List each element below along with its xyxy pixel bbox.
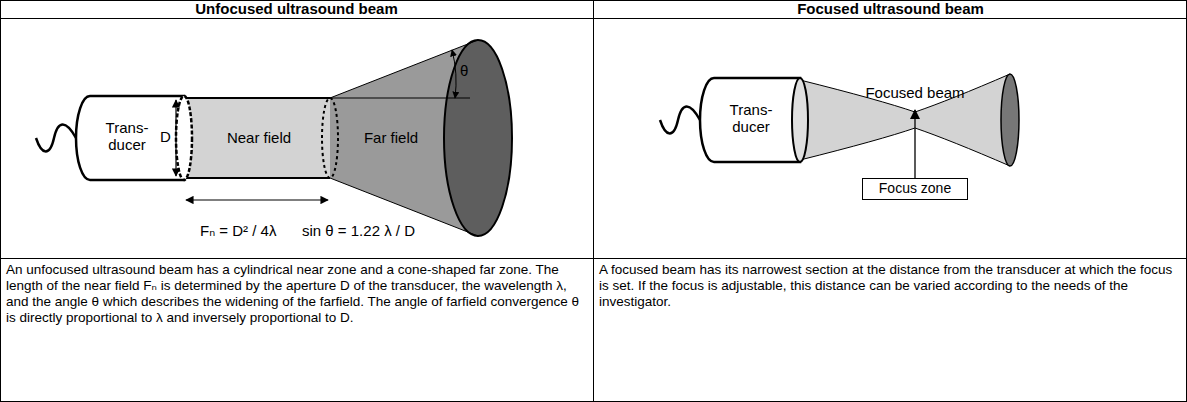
transducer-label: Trans- ducer — [716, 101, 786, 139]
node-text: Focus zone — [863, 179, 967, 197]
column-header: Focused ultrasound beam — [594, 0, 1187, 18]
focused-beam-shape — [800, 74, 1010, 166]
node-text: Focused beam — [865, 84, 965, 101]
table-rule — [593, 0, 594, 402]
node-text: Near field — [196, 129, 322, 146]
near-field-cylinder — [184, 98, 330, 178]
cable — [660, 107, 700, 134]
focused-beam-label: Focused beam — [865, 84, 965, 110]
near-field-length-arrow — [186, 199, 328, 200]
aperture-label: D — [160, 128, 171, 145]
node-text: Focused ultrasound beam — [594, 0, 1187, 17]
near-field-end — [322, 98, 338, 178]
near-field-label: Near field — [196, 129, 322, 147]
description-cell: An unfocused ultrasound beam has a cylin… — [1, 259, 593, 401]
description-cell: A focused beam has its narrowest section… — [594, 259, 1186, 401]
beam-end — [1001, 74, 1019, 166]
formula: sin θ = 1.22 λ / D — [302, 222, 415, 239]
node-text: Far field — [342, 129, 440, 146]
theta-ref-line — [330, 98, 470, 99]
node-text: Trans- ducer — [716, 101, 786, 135]
node-text: Unfocused ultrasound beam — [0, 0, 593, 17]
theta-arc — [452, 50, 456, 98]
outline — [330, 40, 478, 98]
node-text: A focused beam has its narrowest section… — [599, 262, 1181, 310]
transducer-face — [792, 78, 808, 162]
node-text: Trans- ducer — [92, 119, 162, 153]
transducer-body — [76, 96, 184, 180]
transducer-label: Trans- ducer — [92, 119, 162, 157]
node-text: An unfocused ultrasound beam has a cylin… — [6, 262, 588, 326]
pointer-arrow — [914, 110, 915, 178]
aperture-arrow — [175, 100, 176, 176]
far-field-label: Far field — [342, 129, 440, 147]
focus-zone-box: Focus zone — [862, 178, 968, 200]
formula: Fₙ = D² / 4λ — [200, 222, 276, 240]
outline — [184, 177, 330, 179]
far-field-end — [444, 40, 512, 236]
angle-label: θ — [460, 62, 468, 79]
outline — [184, 97, 330, 99]
column-header: Unfocused ultrasound beam — [0, 0, 593, 18]
transducer-body — [700, 78, 800, 162]
cable — [36, 125, 76, 152]
transducer-face — [176, 96, 192, 180]
